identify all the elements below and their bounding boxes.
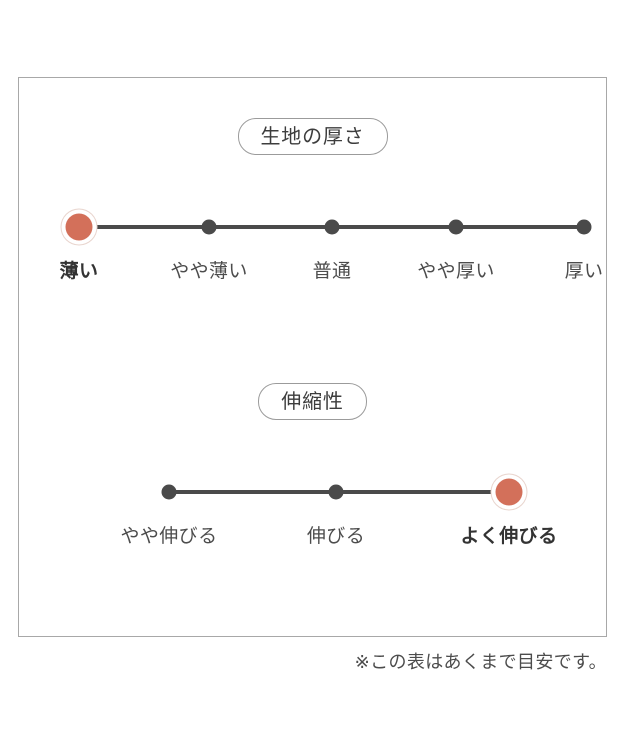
stretch-scale	[19, 472, 606, 512]
thickness-title-row: 生地の厚さ	[19, 118, 606, 155]
stretch-label-1: 伸びる	[306, 526, 366, 547]
thickness-label-2: 普通	[312, 261, 352, 282]
thickness-label-3: やや厚い	[417, 261, 495, 282]
stretch-title-row: 伸縮性	[19, 383, 606, 420]
scale-dot-icon	[448, 219, 464, 235]
thickness-label-4: 厚い	[564, 261, 604, 282]
footnote-text: ※この表はあくまで目安です。	[354, 652, 607, 672]
stretch-section: 伸縮性 やや伸びる 伸びる よく伸びる	[19, 383, 606, 560]
scale-dot-icon	[161, 484, 177, 500]
stretch-labels: やや伸びる 伸びる よく伸びる	[19, 526, 606, 560]
scale-dot-icon	[328, 484, 344, 500]
thickness-labels: 薄い やや薄い 普通 やや厚い 厚い	[19, 261, 606, 295]
stretch-label-0: やや伸びる	[120, 526, 218, 547]
selected-marker-icon	[495, 478, 523, 506]
scale-dot-icon	[324, 219, 340, 235]
scale-dot-icon	[576, 219, 592, 235]
thickness-label-1: やや薄い	[170, 261, 248, 282]
thickness-scale	[19, 207, 606, 247]
thickness-label-0: 薄い	[59, 261, 99, 282]
thickness-section: 生地の厚さ 薄い やや薄い 普通 やや厚い 厚い	[19, 118, 606, 295]
stretch-title-pill: 伸縮性	[258, 383, 367, 420]
size-guide-panel: 生地の厚さ 薄い やや薄い 普通 やや厚い 厚い	[18, 77, 607, 637]
stretch-label-2: よく伸びる	[460, 526, 558, 547]
selected-marker-icon	[65, 213, 93, 241]
scale-dot-icon	[201, 219, 217, 235]
thickness-title-pill: 生地の厚さ	[237, 118, 388, 155]
